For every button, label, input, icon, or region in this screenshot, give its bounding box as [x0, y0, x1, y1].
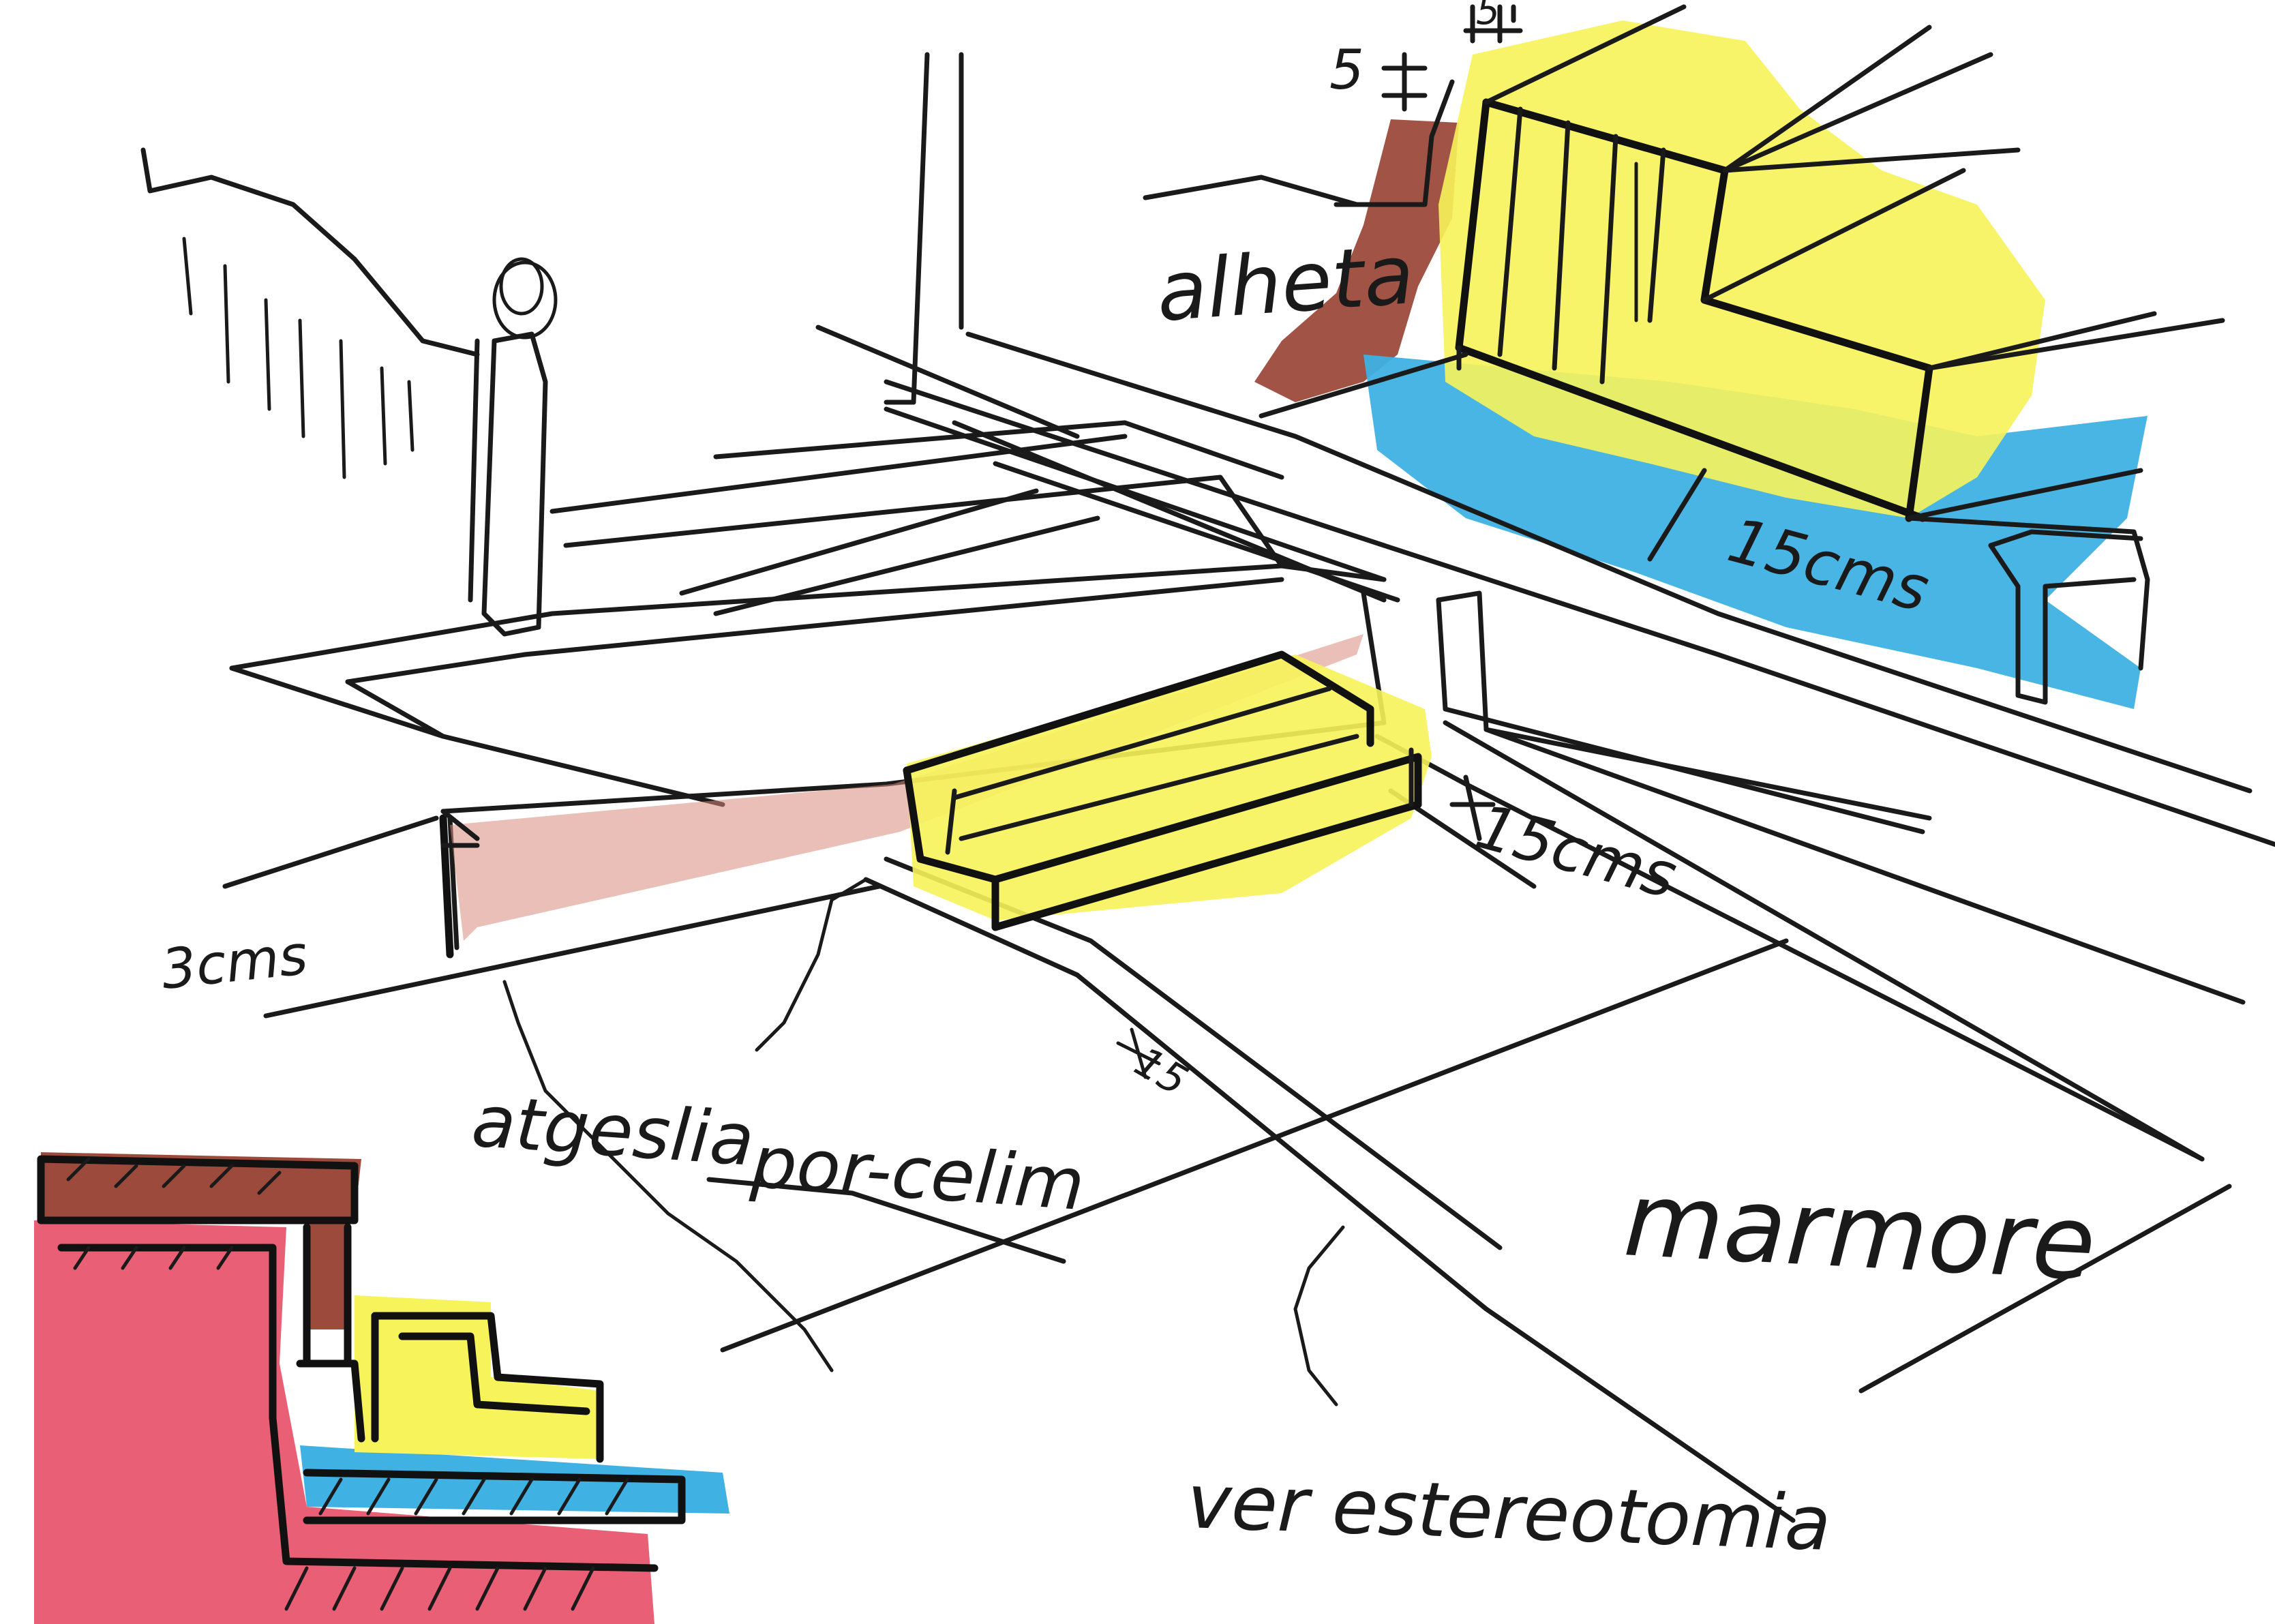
label-atgeslia: atgeslia — [469, 1079, 757, 1182]
post-brown-fill — [307, 1220, 348, 1329]
human-figure — [468, 257, 558, 637]
label-porcelain: por-celim — [748, 1120, 1087, 1227]
label-alheta: alheta — [1154, 228, 1417, 340]
label-riser-lower: 15cms — [1468, 791, 1684, 913]
steps-center — [440, 634, 1496, 941]
section-detail-bottom-left — [34, 1152, 729, 1624]
step-detail-top-right — [1143, 4, 2225, 709]
label-dim-top: 5 — [1476, 0, 1500, 33]
annotation-leaders — [502, 877, 1345, 1407]
alheta-fill — [1254, 119, 1459, 402]
steps-yellow-fill — [907, 655, 1432, 920]
label-marble: marmore — [1621, 1160, 2098, 1304]
label-dim-five: 5 — [1329, 38, 1364, 102]
label-stereotomy: ver estereotomia — [1186, 1458, 1832, 1567]
timber-brown-fill — [41, 1152, 361, 1220]
label-slab-height: 3cms — [158, 923, 310, 1002]
